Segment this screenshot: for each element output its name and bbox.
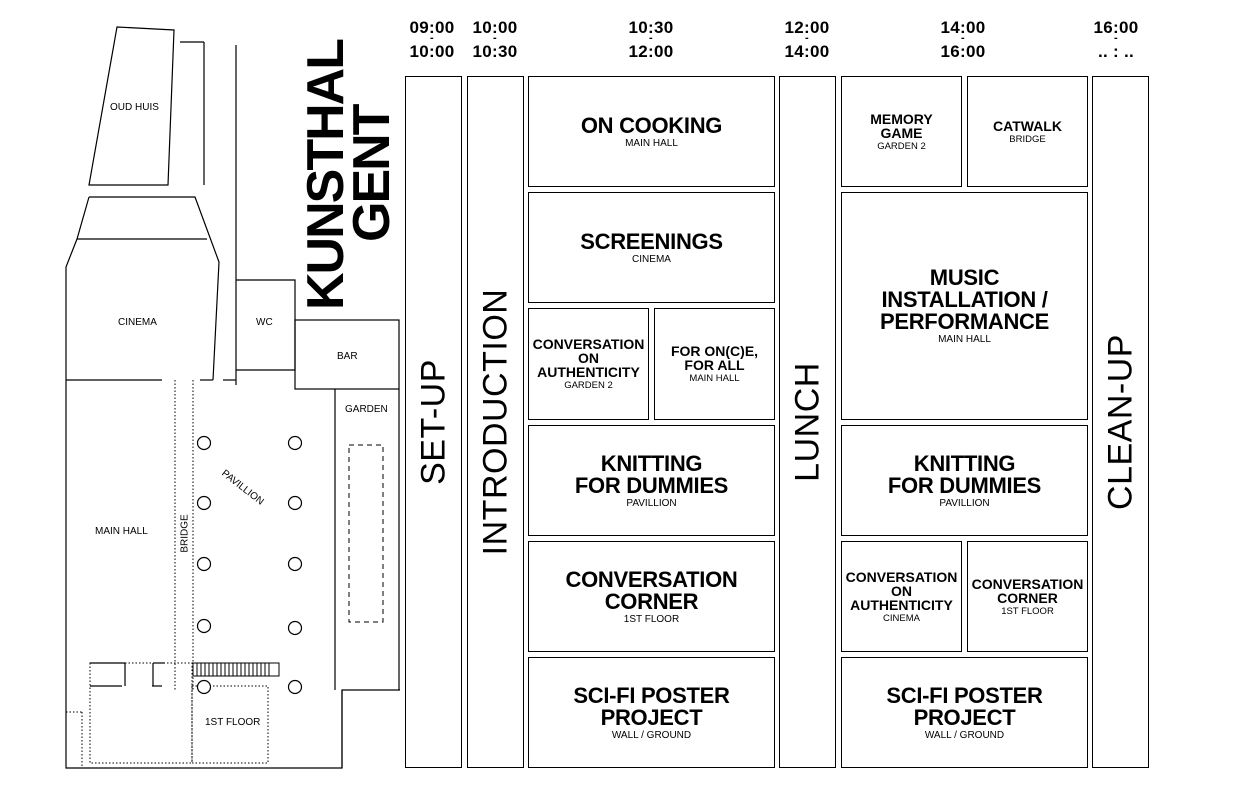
session-title: MUSIC INSTALLATION / PERFORMANCE <box>879 265 1050 334</box>
column <box>287 435 303 451</box>
column <box>196 435 212 451</box>
session-location: 1ST FLOOR <box>623 613 680 625</box>
session-location: BRIDGE <box>1009 133 1046 145</box>
session-conversation-on-authenticity: CONVERSATION ON AUTHENTICITY CINEMA <box>841 541 962 652</box>
session-location: CINEMA <box>883 612 920 624</box>
session-location: MAIN HALL <box>938 334 991 345</box>
room-label-garden: GARDEN <box>345 404 388 415</box>
cleanup-label: CLEAN-UP <box>1101 334 1139 510</box>
session-knitting-for-dummies: KNITTING FOR DUMMIES PAVILLION <box>528 425 775 536</box>
setup-label: SET-UP <box>414 359 452 485</box>
session-title: CONVERSATION CORNER <box>565 566 738 614</box>
timeslot-header: 10:30-12:00 <box>628 18 674 61</box>
session-title: CONVERSATION CORNER <box>971 575 1084 606</box>
session-location: 1ST FLOOR <box>1001 605 1054 617</box>
session-conversation-corner: CONVERSATION CORNER 1ST FLOOR <box>528 541 775 652</box>
session-conversation-on-authenticity: CONVERSATION ON AUTHENTICITY GARDEN 2 <box>528 308 649 420</box>
session-title: SCREENINGS <box>580 228 723 254</box>
room-label-cinema: CINEMA <box>118 317 157 328</box>
session-location: WALL / GROUND <box>924 729 1005 741</box>
venue-title-line-2: GENT <box>343 105 401 242</box>
column <box>196 495 212 511</box>
setup-bar: SET-UP <box>405 76 462 768</box>
session-sci-fi-poster-project: SCI-FI POSTER PROJECT WALL / GROUND <box>841 657 1088 768</box>
session-location: MAIN HALL <box>625 137 678 149</box>
bar-outline <box>294 319 400 390</box>
column <box>287 620 303 636</box>
room-label-wc: WC <box>256 317 273 328</box>
timeslot-header: 12:00-14:00 <box>784 18 830 61</box>
session-location: MAIN HALL <box>689 373 740 384</box>
session-title: SCI-FI POSTER PROJECT <box>573 682 730 730</box>
venue-floor-plan <box>65 26 400 769</box>
column <box>196 556 212 572</box>
session-for-once-for-all: FOR ON(C)E, FOR ALL MAIN HALL <box>654 308 775 420</box>
session-title: SCI-FI POSTER PROJECT <box>886 682 1043 730</box>
session-title: FOR ON(C)E, FOR ALL <box>670 343 759 373</box>
session-location: PAVILLION <box>626 497 677 509</box>
timeslot-header: 14:00-16:00 <box>940 18 986 61</box>
session-location: WALL / GROUND <box>611 729 692 741</box>
session-title: KNITTING FOR DUMMIES <box>574 450 729 498</box>
session-sci-fi-poster-project: SCI-FI POSTER PROJECT WALL / GROUND <box>528 657 775 768</box>
session-location: GARDEN 2 <box>877 140 926 152</box>
session-title: ON COOKING <box>580 112 723 138</box>
session-screenings: SCREENINGS CINEMA <box>528 192 775 303</box>
column <box>287 679 303 695</box>
room-label-oud-huis: OUD HUIS <box>110 102 159 113</box>
session-location: GARDEN 2 <box>564 380 613 391</box>
timeslot-header: 09:00-10:00 <box>409 18 455 61</box>
lunch-bar: LUNCH <box>779 76 836 768</box>
room-label-main-hall: MAIN HALL <box>95 526 148 537</box>
venue-title: KUNSTHAL GENT <box>297 28 401 310</box>
session-knitting-for-dummies: KNITTING FOR DUMMIES PAVILLION <box>841 425 1088 536</box>
column <box>196 679 212 695</box>
timeslot-header: 16:00-.. : .. <box>1093 18 1139 61</box>
column <box>287 556 303 572</box>
room-label-bar: BAR <box>337 351 358 362</box>
garden-dashed-area <box>348 444 384 623</box>
room-label-1st-floor: 1ST FLOOR <box>205 717 261 728</box>
lunch-label: LUNCH <box>788 362 826 482</box>
session-location: PAVILLION <box>939 497 990 509</box>
session-music-installation-performance: MUSIC INSTALLATION / PERFORMANCE MAIN HA… <box>841 192 1088 420</box>
column <box>196 618 212 634</box>
session-location: CINEMA <box>632 253 671 265</box>
room-label-bridge: BRIDGE <box>179 514 191 553</box>
session-title: CONVERSATION ON AUTHENTICITY <box>845 568 958 613</box>
session-title: CONVERSATION ON AUTHENTICITY <box>532 336 645 380</box>
introduction-label: INTRODUCTION <box>476 288 514 556</box>
session-title: CATWALK <box>993 117 1062 134</box>
introduction-bar: INTRODUCTION <box>467 76 524 768</box>
cinema-outline <box>89 196 220 381</box>
session-catwalk: CATWALK BRIDGE <box>967 76 1088 187</box>
column <box>287 495 303 511</box>
timeslot-header: 10:00-10:30 <box>472 18 518 61</box>
session-on-cooking: ON COOKING MAIN HALL <box>528 76 775 187</box>
session-memory-game: MEMORY GAME GARDEN 2 <box>841 76 962 187</box>
session-conversation-corner: CONVERSATION CORNER 1ST FLOOR <box>967 541 1088 652</box>
oud-huis-outline <box>88 26 175 186</box>
session-title: KNITTING FOR DUMMIES <box>887 450 1042 498</box>
cleanup-bar: CLEAN-UP <box>1092 76 1149 768</box>
session-title: MEMORY GAME <box>870 110 933 141</box>
